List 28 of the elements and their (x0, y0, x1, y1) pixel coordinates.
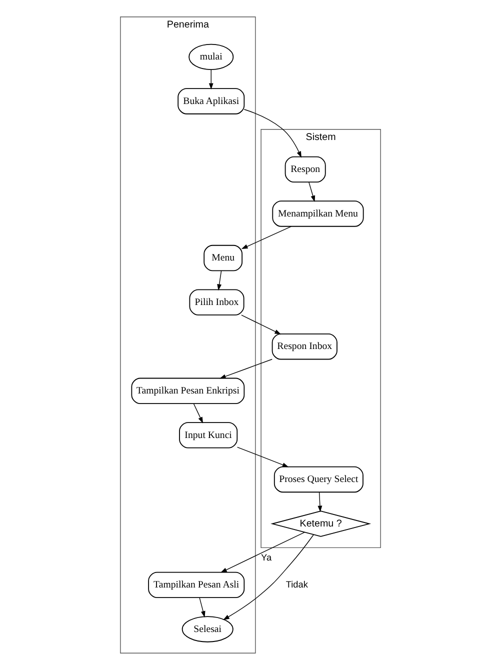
arrow (318, 492, 322, 512)
node-box: Menampilkan Menu (272, 200, 364, 227)
node-ellipse: Selesai (182, 616, 234, 642)
node-box: Pilih Inbox (189, 289, 244, 316)
node-box: Input Kunci (179, 422, 238, 448)
node-box: Respon Inbox (272, 333, 338, 360)
arrow (236, 446, 289, 468)
arrow (217, 270, 222, 291)
edge-label: Ya (261, 552, 272, 563)
arrow (219, 358, 272, 379)
node-box: Proses Query Select (274, 466, 364, 493)
node-ellipse: mulai (188, 44, 234, 70)
node-box: Tampilkan Pesan Enkripsi (131, 378, 245, 404)
node-box: Tampilkan Pesan Asli (148, 572, 245, 598)
node-box: Menu (204, 244, 243, 272)
node-box: Buka Aplikasi (178, 88, 245, 114)
arrow (244, 109, 302, 158)
node-box: Respon (284, 156, 326, 183)
arrow (241, 226, 292, 250)
node-diamond: Ketemu ? (270, 510, 372, 537)
edge-label: Tidak (286, 579, 308, 590)
arrow (199, 597, 206, 618)
arrow (223, 534, 314, 620)
arrow (220, 532, 305, 573)
arrow (208, 69, 214, 90)
arrow (241, 314, 282, 334)
arrow (308, 182, 316, 202)
arrow (193, 403, 204, 424)
